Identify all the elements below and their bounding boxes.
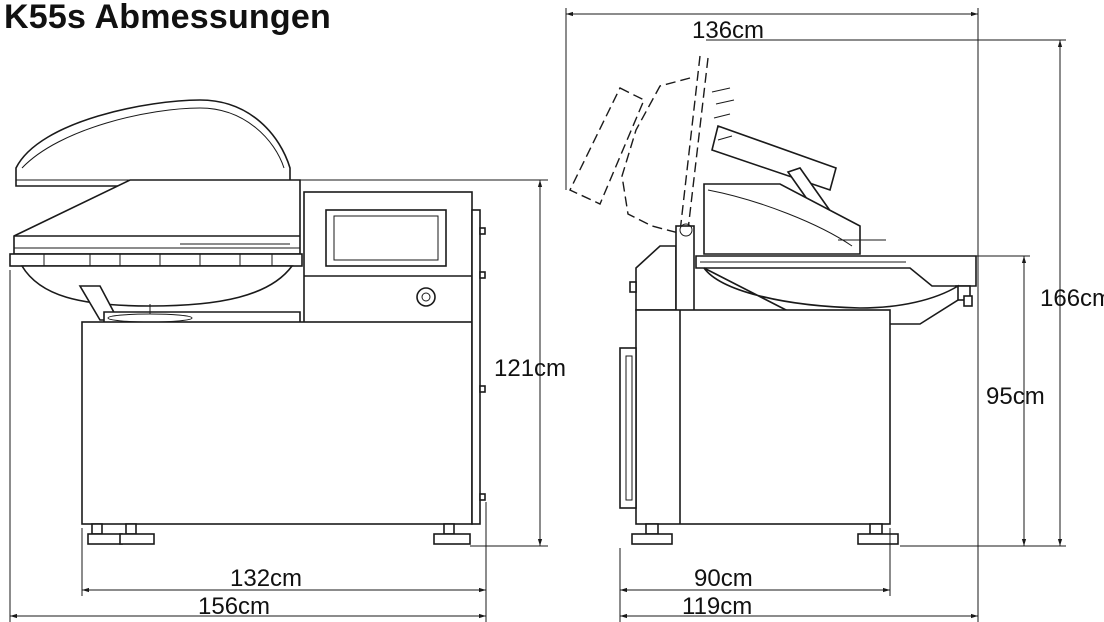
side-open-lid-outline	[569, 87, 645, 205]
front-side-panel	[471, 209, 481, 525]
dim-label-119: 119cm	[682, 593, 752, 620]
dim-label-166: 166cm	[1040, 285, 1104, 312]
front-extension-lines	[9, 179, 548, 622]
front-touch-display	[325, 209, 447, 267]
side-cabinet	[635, 309, 891, 525]
side-view-machine	[569, 55, 977, 545]
dim-label-90: 90cm	[694, 565, 753, 592]
dim-label-156: 156cm	[198, 593, 270, 620]
dim-label-132: 132cm	[230, 565, 302, 592]
dim-side-open-depth: 136cm	[566, 11, 978, 44]
dim-side-total-depth: 119cm	[620, 593, 978, 620]
front-power-knob	[416, 287, 436, 307]
front-rim	[9, 253, 303, 267]
side-extension-lines	[565, 8, 1066, 622]
side-work-tray	[695, 255, 977, 287]
side-door-handle	[619, 347, 637, 509]
dim-side-work-height: 95cm	[986, 256, 1045, 546]
page-title: K55s Abmessungen	[4, 0, 331, 36]
dim-front-total-width: 156cm	[10, 593, 486, 620]
dim-label-95: 95cm	[986, 383, 1045, 410]
front-lid	[15, 99, 291, 187]
front-feet	[87, 523, 471, 545]
dim-side-depth: 90cm	[620, 565, 890, 593]
dim-front-height: 121cm	[494, 180, 566, 546]
dim-label-121: 121cm	[494, 355, 566, 382]
dim-front-inner-width: 132cm	[82, 565, 486, 593]
dim-label-136: 136cm	[692, 17, 764, 44]
front-cabinet	[81, 321, 473, 525]
dim-side-open-height: 166cm	[1040, 40, 1104, 546]
side-feet	[631, 523, 899, 545]
front-view-machine	[9, 99, 486, 545]
front-chamber-bowl	[20, 265, 294, 307]
front-chamber-cover	[13, 179, 301, 255]
